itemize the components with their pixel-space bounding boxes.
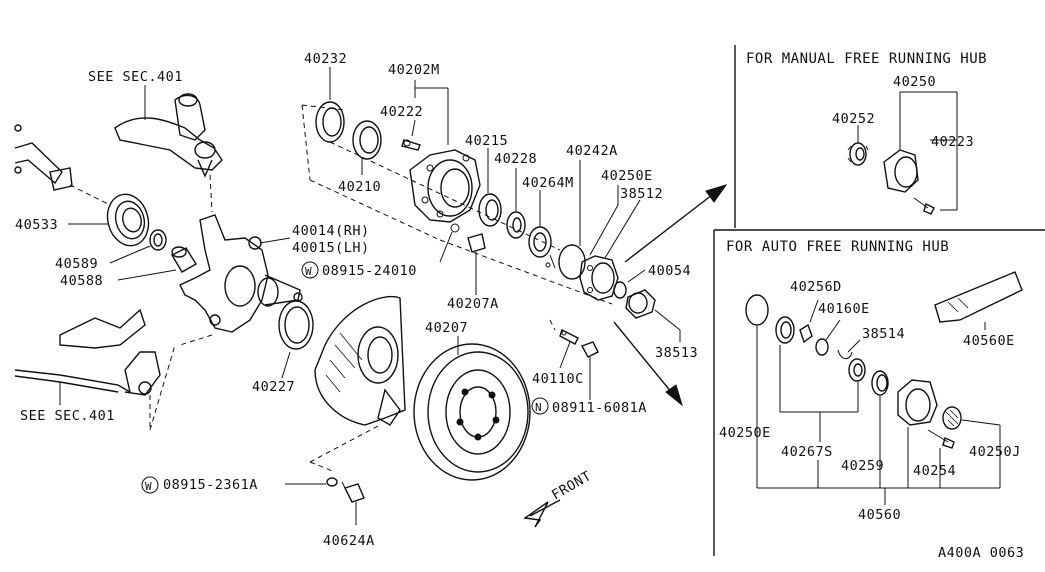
lockwasher-40264M-drawing xyxy=(528,190,556,269)
part-label-08911-6081A: 08911-6081A xyxy=(552,400,647,416)
seal-40227-drawing xyxy=(278,292,314,379)
part-label-40215: 40215 xyxy=(465,133,508,149)
gasket-40250E-drawing xyxy=(589,185,619,256)
washer-08915-24010-drawing xyxy=(439,223,460,263)
part-label-38513: 38513 xyxy=(655,345,698,361)
svg-text:W: W xyxy=(145,480,152,493)
knuckle-drawing xyxy=(179,174,301,346)
circle-mark-w1: W xyxy=(301,261,319,279)
upper-arm-drawing xyxy=(114,85,223,178)
part-label-40228: 40228 xyxy=(494,151,537,167)
arrow-to-auto-hub xyxy=(613,321,683,407)
part-label-40250E-top: 40250E xyxy=(601,168,653,184)
part-label-40015: 40015(LH) xyxy=(292,240,370,256)
front-label: FRONT xyxy=(549,468,594,503)
part-label-40589: 40589 xyxy=(55,256,98,272)
bearing-40232-drawing xyxy=(315,67,345,143)
cap-38513-drawing xyxy=(625,289,681,342)
washer-08915-2361A-drawing xyxy=(285,424,381,487)
washer-40228-drawing xyxy=(506,168,526,239)
part-label-40210: 40210 xyxy=(338,179,381,195)
part-label-40250J: 40250J xyxy=(969,444,1021,460)
part-label-40560E: 40560E xyxy=(963,333,1015,349)
part-label-40533: 40533 xyxy=(15,217,58,233)
bearing-40215-drawing xyxy=(478,148,502,227)
ring-40054-drawing xyxy=(613,269,646,299)
driveshaft-drawing xyxy=(14,124,111,206)
part-label-40588: 40588 xyxy=(60,273,103,289)
oring-40242A-drawing xyxy=(558,160,586,280)
hub-body-38512-drawing xyxy=(579,199,641,301)
part-label-38514: 38514 xyxy=(862,326,905,342)
see-sec-top-label: SEE SEC.401 xyxy=(88,69,183,85)
part-label-40254: 40254 xyxy=(913,463,956,479)
auto-hub-drawing xyxy=(745,271,1023,505)
auto-hub-panel-border xyxy=(713,229,1045,556)
see-sec-bottom-label: SEE SEC.401 xyxy=(20,408,115,424)
seal-40589-drawing xyxy=(109,229,167,264)
bushing-40588-drawing xyxy=(117,246,197,281)
circle-mark-n1: N xyxy=(531,397,549,415)
manual-hub-title: FOR MANUAL FREE RUNNING HUB xyxy=(746,51,987,67)
part-label-40223: 40223 xyxy=(931,134,974,150)
part-label-40250E-auto: 40250E xyxy=(719,425,771,441)
nut-08911-6081A-drawing xyxy=(580,341,599,400)
part-label-40624A: 40624A xyxy=(323,533,375,549)
svg-text:W: W xyxy=(305,265,312,278)
front-arrow-icon xyxy=(523,499,561,528)
part-label-40222: 40222 xyxy=(380,104,423,120)
stud-40110C-drawing xyxy=(549,319,579,369)
part-label-38512: 38512 xyxy=(620,186,663,202)
auto-hub-title: FOR AUTO FREE RUNNING HUB xyxy=(726,239,949,255)
part-label-40232: 40232 xyxy=(304,51,347,67)
brake-rotor-drawing xyxy=(413,336,531,481)
part-label-40207A: 40207A xyxy=(447,296,499,312)
part-label-40264M: 40264M xyxy=(522,175,574,191)
part-label-40560: 40560 xyxy=(858,507,901,523)
backing-plate-drawing xyxy=(314,295,406,426)
part-label-40259: 40259 xyxy=(841,458,884,474)
circle-mark-w2: W xyxy=(141,476,159,494)
part-label-40202M: 40202M xyxy=(388,62,440,78)
hub-guide-lines xyxy=(301,104,613,305)
part-label-40207: 40207 xyxy=(425,320,468,336)
diagram-code: A400A 0063 xyxy=(938,545,1024,561)
svg-text:N: N xyxy=(535,401,542,414)
part-label-40014: 40014(RH) xyxy=(292,223,370,239)
part-label-40110C: 40110C xyxy=(532,371,584,387)
bolt-40624A-drawing xyxy=(341,481,365,525)
part-label-40054: 40054 xyxy=(648,263,691,279)
part-label-40250-manual: 40250 xyxy=(893,74,936,90)
bearing-40533-drawing xyxy=(68,193,150,247)
bolt-40222-drawing xyxy=(401,119,421,151)
part-label-40267S: 40267S xyxy=(781,444,833,460)
part-label-40256D: 40256D xyxy=(790,279,842,295)
part-label-40252: 40252 xyxy=(832,111,875,127)
part-label-40160E: 40160E xyxy=(818,301,870,317)
bolt-40207A-drawing xyxy=(467,233,486,295)
part-label-40242A: 40242A xyxy=(566,143,618,159)
part-label-40227: 40227 xyxy=(252,379,295,395)
part-label-08915-2361A: 08915-2361A xyxy=(163,477,258,493)
bearing-40210-drawing xyxy=(352,120,382,175)
manual-hub-drawing xyxy=(847,91,958,215)
hub-40202M-drawing xyxy=(409,80,481,223)
lower-arm-drawing xyxy=(14,308,176,431)
arrow-to-manual-hub xyxy=(624,184,728,263)
part-label-08915-24010: 08915-24010 xyxy=(322,263,417,279)
